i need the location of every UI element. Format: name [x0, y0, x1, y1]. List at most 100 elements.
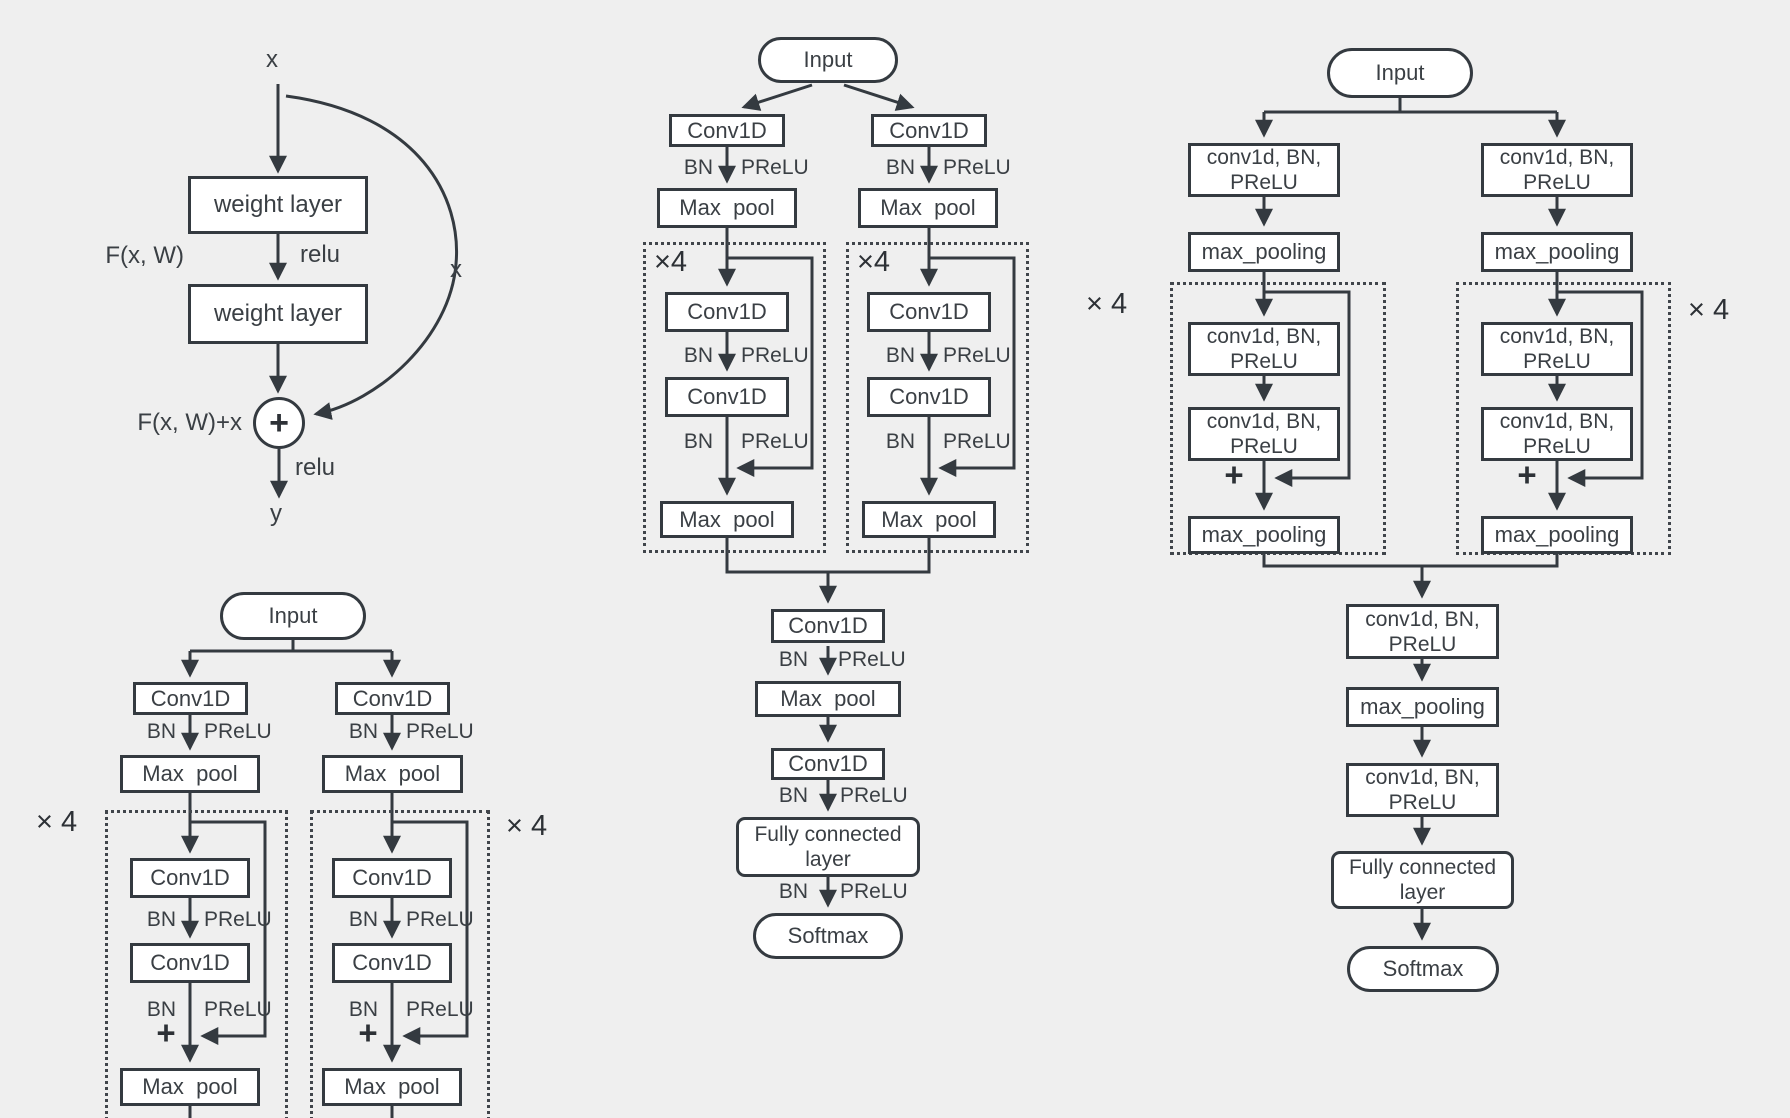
fc-line-2: layer	[1399, 881, 1446, 904]
node-softmax: Softmax	[1347, 946, 1499, 992]
weight-layer-box-1: weight layer	[188, 176, 368, 234]
bn-label: BN	[348, 908, 378, 931]
node-conv1d: Conv1D	[130, 943, 250, 983]
bn-label: BN	[146, 998, 176, 1021]
node-max-pooling: max_pooling	[1188, 516, 1340, 554]
prelu-label: PReLU	[204, 998, 272, 1021]
conv-bn-line-1: conv1d, BN,	[1206, 325, 1322, 348]
bn-label: BN	[885, 156, 915, 179]
split-connector	[1264, 98, 1557, 114]
node-max-pool: Max pool	[660, 501, 794, 538]
skip-connection	[1557, 290, 1644, 487]
conv-bn-line-1: conv1d, BN,	[1365, 766, 1480, 789]
sum-output-label: F(x, W)+x	[137, 409, 242, 436]
right-cnn-connectors	[1255, 98, 1644, 941]
node-conv-bn-prelu: conv1d, BN, PReLU	[1346, 604, 1499, 659]
identity-skip-label: x	[450, 256, 462, 283]
left-cnn-connectors	[181, 640, 469, 1118]
residual-block-frame	[846, 242, 1029, 553]
skip-connection	[190, 820, 267, 1045]
node-conv-bn-prelu: conv1d, BN, PReLU	[1481, 407, 1633, 461]
arrow	[741, 83, 813, 111]
relu-label-2: relu	[295, 454, 336, 481]
node-conv1d: Conv1D	[771, 609, 885, 643]
node-max-pool: Max pool	[322, 1068, 462, 1106]
prelu-label: PReLU	[741, 344, 809, 367]
node-softmax: Softmax	[753, 913, 903, 959]
residual-output-label: y	[270, 500, 282, 527]
bn-label: BN	[683, 430, 713, 453]
node-conv1d: Conv1D	[332, 943, 452, 983]
node-max-pool: Max pool	[755, 681, 901, 717]
repeat-4-label: × 4	[1086, 288, 1128, 320]
repeat-4-label: × 4	[36, 806, 78, 838]
node-conv-bn-prelu: conv1d, BN, PReLU	[1188, 143, 1340, 197]
bn-label: BN	[778, 880, 808, 903]
node-max-pool: Max pool	[657, 188, 797, 228]
node-conv1d: Conv1D	[133, 682, 248, 715]
connector	[188, 1106, 394, 1118]
relu-label-1: relu	[300, 241, 341, 268]
residual-block-connectors	[269, 84, 459, 499]
middle-cnn-connectors	[718, 83, 1016, 908]
prelu-label: PReLU	[840, 784, 908, 807]
node-conv1d: Conv1D	[771, 748, 885, 780]
node-conv1d: Conv1D	[665, 377, 789, 417]
prelu-label: PReLU	[741, 430, 809, 453]
fc-line-2: layer	[805, 848, 851, 871]
node-max-pool: Max pool	[120, 1068, 260, 1106]
bn-label: BN	[146, 720, 176, 743]
node-conv-bn-prelu: conv1d, BN, PReLU	[1346, 763, 1499, 817]
conv-bn-line-1: conv1d, BN,	[1206, 146, 1322, 169]
node-conv-bn-prelu: conv1d, BN, PReLU	[1188, 407, 1340, 461]
node-max-pool: Max pool	[862, 501, 996, 538]
conv-bn-line-2: PReLU	[1230, 350, 1298, 373]
node-conv1d: Conv1D	[332, 858, 452, 898]
prelu-label: PReLU	[406, 720, 474, 743]
arrow	[843, 83, 915, 111]
bn-label: BN	[348, 998, 378, 1021]
node-max-pool: Max pool	[858, 188, 998, 228]
plus-label: +	[1224, 456, 1244, 493]
node-input: Input	[758, 37, 898, 83]
node-max-pooling: max_pooling	[1188, 232, 1340, 272]
skip-connection	[1264, 290, 1351, 487]
conv-bn-line-2: PReLU	[1523, 350, 1591, 373]
prelu-label: PReLU	[406, 998, 474, 1021]
repeat-4-label: ×4	[857, 246, 891, 278]
node-max-pooling: max_pooling	[1481, 516, 1633, 554]
node-max-pool: Max pool	[322, 755, 463, 793]
prelu-label: PReLU	[943, 344, 1011, 367]
conv-bn-line-2: PReLU	[1388, 632, 1457, 656]
conv-bn-line-2: PReLU	[1388, 791, 1457, 814]
repeat-4-label: ×4	[654, 246, 688, 278]
plus-label: +	[1517, 456, 1537, 493]
node-conv1d: Conv1D	[669, 114, 785, 147]
node-input: Input	[1327, 48, 1473, 98]
skip-connection	[727, 256, 814, 477]
bn-label: BN	[778, 784, 808, 807]
prelu-label: PReLU	[943, 156, 1011, 179]
plus-label: +	[358, 1014, 378, 1051]
conv-bn-line-1: conv1d, BN,	[1365, 607, 1480, 631]
conv-bn-line-2: PReLU	[1230, 435, 1298, 458]
residual-block-frame	[310, 810, 490, 1118]
skip-connection	[929, 256, 1016, 477]
bn-label: BN	[885, 344, 915, 367]
conv-bn-line-2: PReLU	[1523, 171, 1591, 194]
prelu-label: PReLU	[204, 720, 272, 743]
prelu-label: PReLU	[838, 648, 906, 671]
skip-connection-curve	[285, 94, 459, 420]
skip-connection	[392, 820, 469, 1045]
repeat-4-label: × 4	[506, 810, 548, 842]
node-conv1d: Conv1D	[871, 114, 987, 147]
weight-layer-box-2: weight layer	[188, 284, 368, 344]
sum-node: +	[253, 397, 305, 449]
node-conv1d: Conv1D	[665, 292, 789, 332]
residual-block-frame	[105, 810, 288, 1118]
node-input: Input	[220, 592, 366, 640]
node-conv1d: Conv1D	[867, 377, 991, 417]
node-max-pool: Max pool	[120, 755, 260, 793]
conv-bn-line-1: conv1d, BN,	[1499, 146, 1615, 169]
